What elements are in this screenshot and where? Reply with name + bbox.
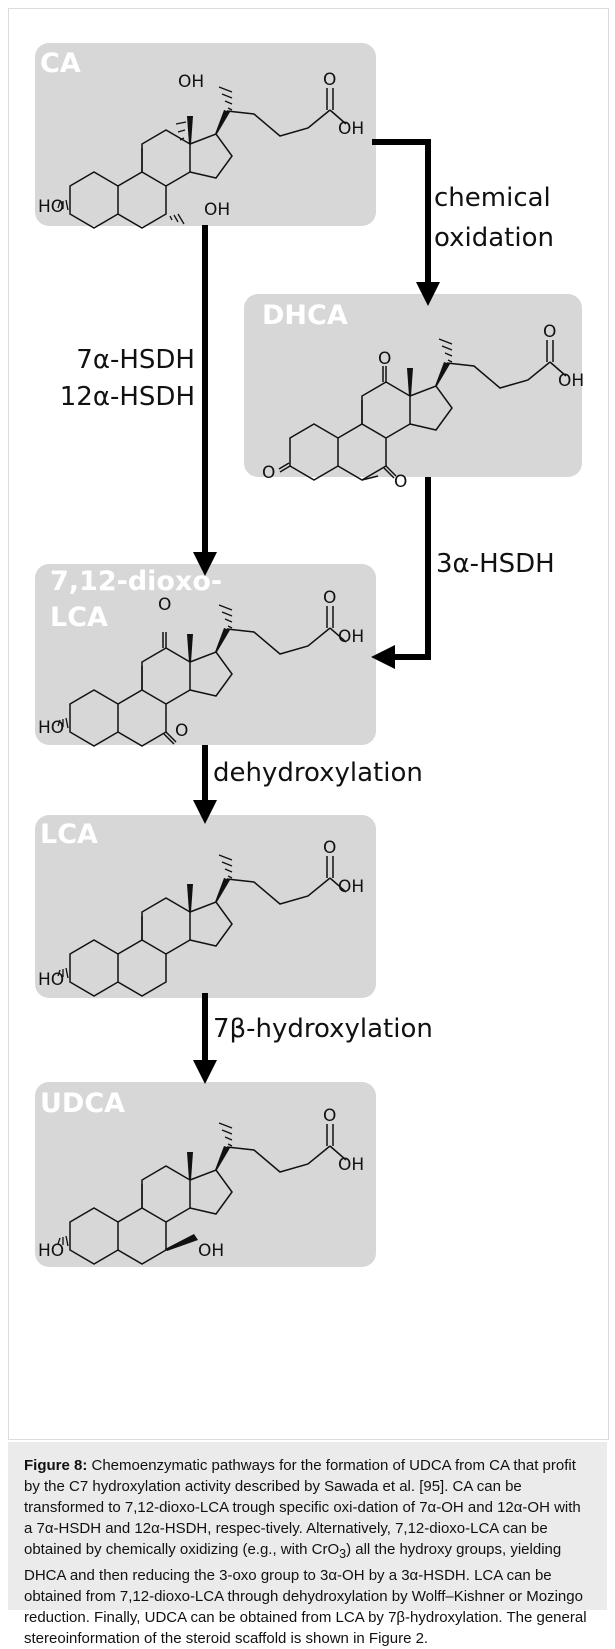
udca-acid-oh-text: OH: [338, 1155, 364, 1175]
dhca-acid-o-text: O: [543, 322, 556, 342]
caption-text-1: Chemoenzymatic pathways for the formatio…: [24, 1457, 581, 1558]
dioxo-acid-oh-text: OH: [338, 627, 364, 647]
ca-7oh-text: OH: [204, 200, 230, 220]
label-dehydroxylation: dehydroxylation: [213, 758, 423, 788]
compound-dhca: DHCA O O O O OH: [244, 294, 584, 492]
figure-caption: Figure 8: Chemoenzymatic pathways for th…: [8, 1442, 607, 1647]
dhca-12o-text: O: [378, 349, 391, 369]
compound-dhca-label: DHCA: [262, 300, 348, 331]
compound-dioxo-lca-box: [35, 564, 376, 745]
dhca-3o-text: O: [262, 463, 275, 483]
compound-lca: LCA HO O OH: [35, 815, 376, 998]
dioxo-7o-text: O: [175, 721, 188, 741]
compound-lca-label: LCA: [40, 819, 98, 850]
compound-dioxo-lca-label-2: LCA: [50, 602, 108, 633]
label-7b-hydroxylation: 7β-hydroxylation: [213, 1014, 433, 1044]
compound-dioxo-lca: 7,12-dioxo- LCA HO O O O OH: [35, 564, 376, 747]
lca-acid-oh-text: OH: [338, 877, 364, 897]
dioxo-acid-o-text: O: [323, 588, 336, 608]
compound-dhca-box: [244, 294, 582, 477]
lca-ho-text: HO: [38, 970, 64, 990]
ca-12oh-text: OH: [178, 72, 204, 92]
compound-udca-label: UDCA: [40, 1088, 125, 1119]
label-7a-hsdh: 7α-HSDH: [76, 345, 195, 375]
label-3a-hsdh: 3α-HSDH: [436, 549, 555, 579]
pathway-diagram: CA HO OH OH O OH DHCA O O O O: [35, 43, 584, 1267]
dhca-acid-oh-text: OH: [558, 371, 584, 391]
compound-dioxo-lca-label-1: 7,12-dioxo-: [50, 566, 222, 597]
ca-acid-o-text: O: [323, 70, 336, 90]
arrow-dioxo-to-lca: [193, 745, 217, 824]
dhca-7o-text: O: [394, 472, 407, 492]
udca-acid-o-text: O: [323, 1106, 336, 1126]
arrow-ca-to-dioxo: [193, 225, 217, 576]
dioxo-ho-text: HO: [38, 718, 64, 738]
caption-subscript: 3: [339, 1547, 347, 1561]
label-oxidation: oxidation: [434, 223, 554, 253]
arrow-lca-to-udca: [193, 993, 217, 1084]
label-12a-hsdh: 12α-HSDH: [60, 382, 195, 412]
ca-acid-oh-text: OH: [338, 119, 364, 139]
label-chemical: chemical: [434, 183, 551, 213]
arrow-ca-to-dhca: [372, 139, 440, 306]
compound-ca-label: CA: [40, 48, 81, 79]
arrow-dhca-to-dioxo: [371, 477, 431, 669]
ca-ho-text: HO: [38, 197, 64, 217]
compound-udca: UDCA HO OH O OH: [35, 1082, 376, 1267]
lca-acid-o-text: O: [323, 838, 336, 858]
caption-label: Figure 8:: [24, 1457, 88, 1474]
dioxo-12o-text: O: [158, 595, 171, 615]
udca-7oh-text: OH: [198, 1241, 224, 1261]
udca-ho-text: HO: [38, 1241, 64, 1261]
compound-ca: CA HO OH OH O OH: [35, 43, 376, 229]
compound-ca-box: [35, 43, 376, 226]
